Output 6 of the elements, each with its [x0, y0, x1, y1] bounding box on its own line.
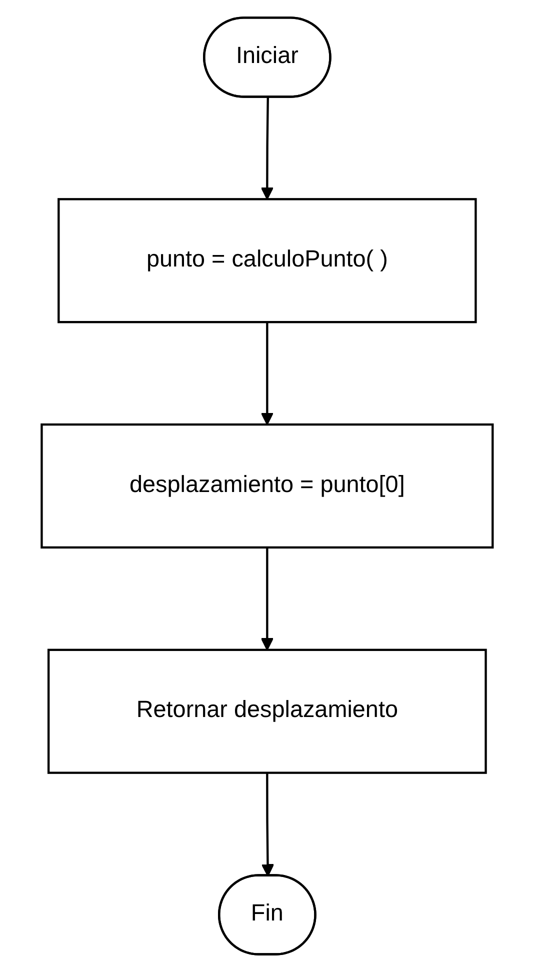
arrow: [260, 322, 274, 426]
node-box: desplazamiento = punto[0]: [40, 423, 494, 549]
arrow: [260, 97, 274, 200]
node-box: Retornar desplazamiento: [47, 648, 487, 774]
node-box: punto = calculoPunto( ): [57, 198, 477, 324]
arrow: [260, 547, 274, 650]
